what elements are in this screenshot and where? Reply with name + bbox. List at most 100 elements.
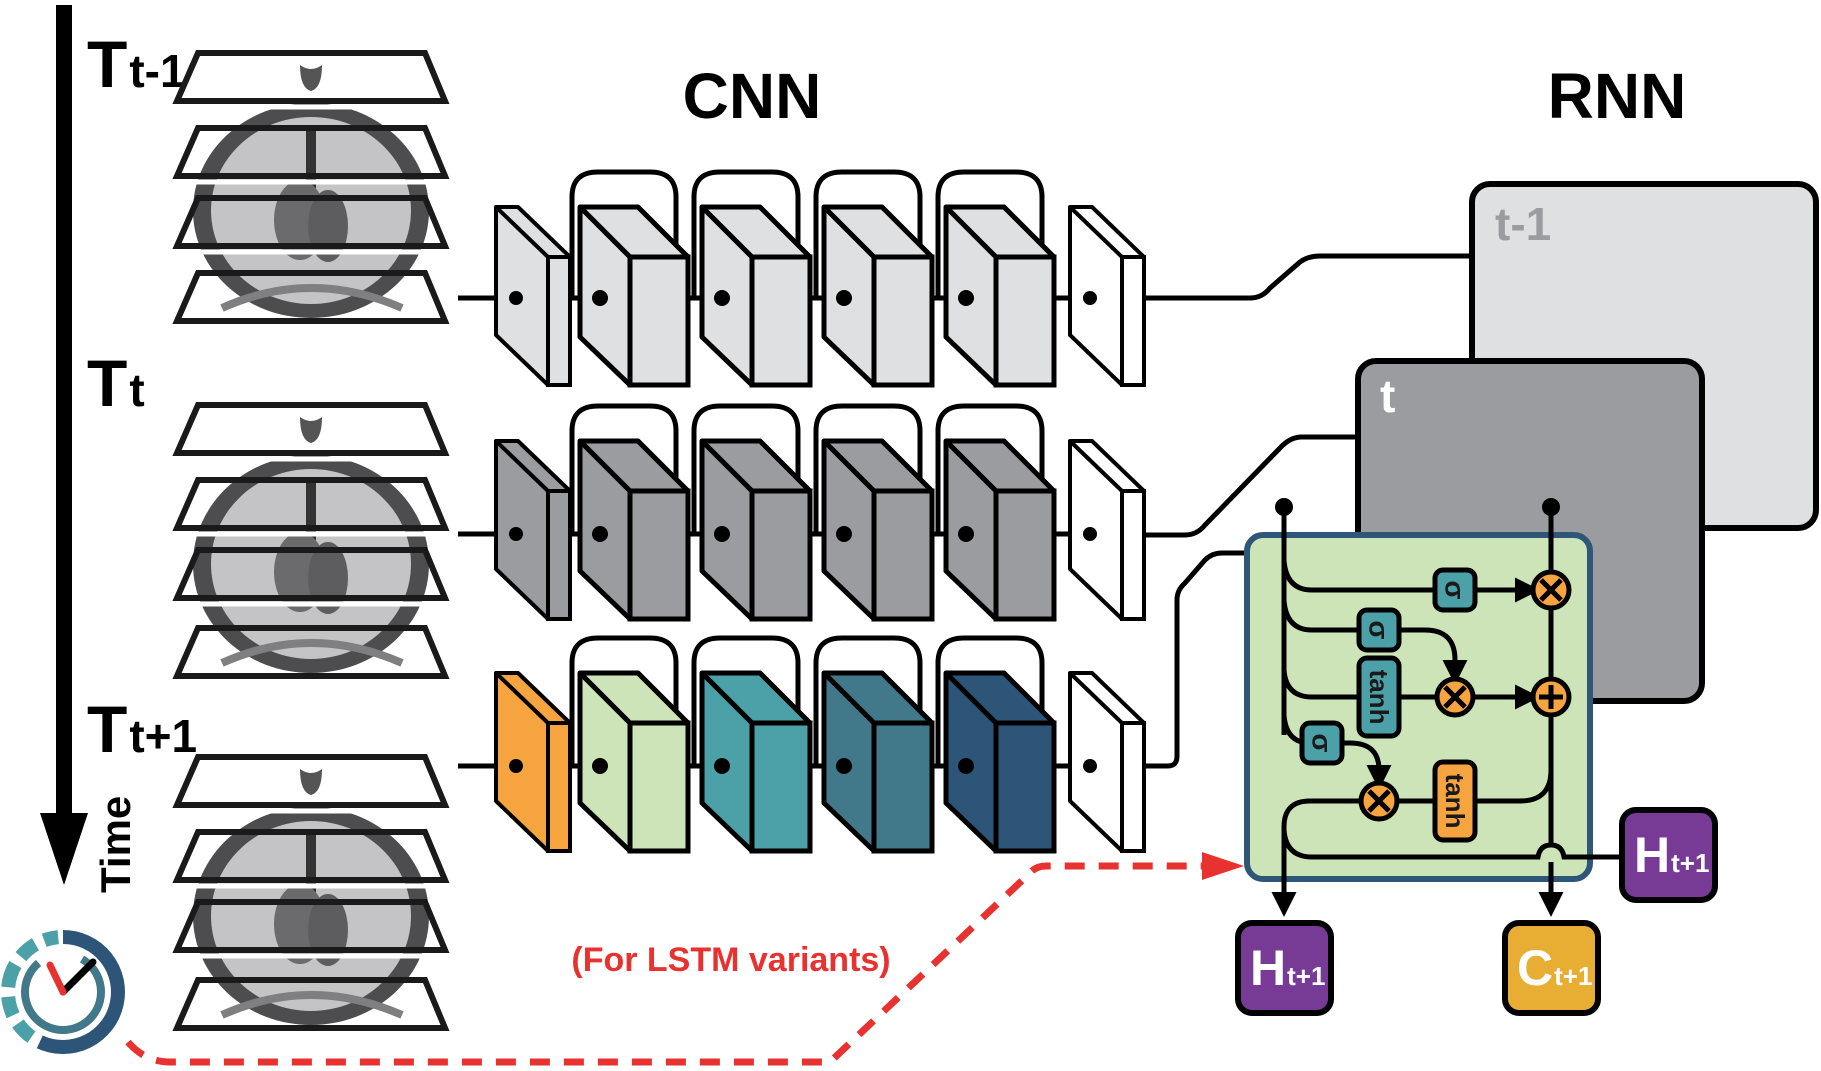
ct-slice bbox=[172, 195, 450, 249]
diaphragm bbox=[220, 284, 404, 312]
clock-outer-ring bbox=[36, 930, 125, 1054]
cnn-rows bbox=[458, 169, 1146, 854]
add-op bbox=[1530, 676, 1572, 718]
input-gate-path bbox=[1281, 599, 1468, 685]
skip-connection bbox=[813, 635, 923, 766]
diaphragm bbox=[220, 991, 404, 1019]
skip-connection bbox=[935, 169, 1045, 298]
node-dot bbox=[836, 290, 852, 306]
cnn-residual-block bbox=[699, 670, 813, 854]
svg-text:Tt-1: Tt-1 bbox=[87, 27, 186, 101]
node-dot bbox=[509, 291, 523, 305]
timestep-base: T bbox=[87, 346, 127, 420]
ct-stack-t+1 bbox=[172, 754, 450, 1037]
cnn-row-t+1 bbox=[458, 635, 1146, 854]
node-dot bbox=[836, 526, 852, 542]
node-dot bbox=[714, 526, 730, 542]
clock-minute-hand bbox=[59, 958, 97, 996]
svg-text:Ht+1: Ht+1 bbox=[1250, 940, 1325, 996]
ct-slice bbox=[172, 477, 450, 531]
node-dot bbox=[714, 758, 730, 774]
skip-connection bbox=[935, 635, 1045, 766]
rnn-frame-label: t-1 bbox=[1495, 198, 1551, 250]
clock-tick-segment bbox=[1, 961, 22, 989]
cnn-input-layer bbox=[494, 671, 572, 853]
multiply-op bbox=[1530, 569, 1572, 611]
clock-icon bbox=[1, 930, 125, 1054]
clock-tick-segment bbox=[1, 995, 20, 1019]
cnn-residual-block bbox=[821, 670, 935, 854]
node-dot bbox=[836, 758, 852, 774]
skip-connection bbox=[813, 169, 923, 298]
output-hidden-out: Ht+1 bbox=[1235, 920, 1334, 1016]
output-sub: t+1 bbox=[1554, 961, 1592, 991]
skip-connection bbox=[691, 635, 801, 766]
thyroid bbox=[300, 417, 322, 443]
cnn-residual-block bbox=[577, 670, 691, 854]
plus-icon bbox=[1539, 685, 1563, 709]
rnn-frame-label: t bbox=[1380, 370, 1395, 422]
timestep-sub: t bbox=[129, 364, 144, 416]
node-dot bbox=[1083, 291, 1097, 305]
forget-gate-path bbox=[1281, 559, 1540, 603]
timestep-base: T bbox=[87, 27, 127, 101]
ct-slice bbox=[172, 125, 450, 179]
cnn-residual-block bbox=[821, 204, 935, 388]
lstm-cell-box bbox=[1244, 532, 1593, 882]
svg-text:Tt: Tt bbox=[87, 346, 145, 420]
skip-connection bbox=[691, 169, 801, 298]
cnn-residual-block bbox=[943, 670, 1057, 854]
ct-slice bbox=[172, 625, 450, 679]
timestep-label-t-plus-1: Tt+1 bbox=[87, 692, 197, 766]
diaphragm bbox=[220, 639, 404, 667]
time-axis: Time bbox=[40, 5, 139, 893]
cnn-residual-block bbox=[577, 438, 691, 622]
time-axis-arrowhead bbox=[40, 813, 88, 885]
lstm-variant-dashed-path bbox=[125, 862, 1215, 1066]
node-dot bbox=[958, 758, 974, 774]
output-hidden-recur: Ht+1 bbox=[1619, 807, 1718, 903]
cnn-residual-block bbox=[699, 438, 813, 622]
multiply-icon bbox=[1539, 578, 1563, 602]
node-dot bbox=[592, 758, 608, 774]
node-dot bbox=[592, 526, 608, 542]
cnn-output-layer bbox=[1068, 205, 1146, 387]
node-dot bbox=[592, 290, 608, 306]
lstm-variant-arrowhead bbox=[1202, 852, 1244, 880]
hidden-output-path bbox=[1271, 798, 1379, 917]
skip-connection bbox=[569, 635, 679, 766]
thyroid bbox=[300, 769, 322, 795]
timestep-label-t-minus-1: Tt-1 bbox=[87, 27, 186, 101]
sigma-gate: σ bbox=[1299, 720, 1345, 766]
skip-connection bbox=[569, 403, 679, 534]
node-dot bbox=[1083, 759, 1097, 773]
cnn-row-t-1 bbox=[458, 169, 1146, 388]
node-dot bbox=[509, 527, 523, 541]
cnn-row-t bbox=[458, 403, 1146, 622]
output-sub: t+1 bbox=[1671, 848, 1709, 878]
timestep-sub: t-1 bbox=[129, 45, 185, 97]
cnn-output-layer bbox=[1068, 671, 1146, 853]
timestep-label-t: Tt bbox=[87, 346, 145, 420]
cnn-title: CNN bbox=[683, 60, 822, 132]
gate-label: σ bbox=[1440, 580, 1471, 599]
cnn-output-layer bbox=[1068, 439, 1146, 621]
timestep-base: T bbox=[87, 692, 127, 766]
node-dot bbox=[958, 526, 974, 542]
ct-stack-t-1 bbox=[172, 50, 450, 330]
cell-tanh-path bbox=[1379, 769, 1554, 804]
skip-connection bbox=[691, 403, 801, 534]
svg-text:Tt+1: Tt+1 bbox=[87, 692, 197, 766]
output-base: C bbox=[1517, 940, 1553, 996]
cnn-residual-block bbox=[577, 204, 691, 388]
time-axis-line bbox=[56, 5, 72, 820]
clock-tick-segment bbox=[15, 938, 40, 962]
skip-connection bbox=[935, 403, 1045, 534]
ct-slice bbox=[172, 547, 450, 601]
sigma-gate: σ bbox=[1356, 607, 1402, 653]
tanh-gate: tanh bbox=[1356, 655, 1402, 739]
cnn-residual-block bbox=[821, 438, 935, 622]
svg-text:Ct+1: Ct+1 bbox=[1517, 940, 1592, 996]
rnn-title: RNN bbox=[1548, 60, 1687, 132]
